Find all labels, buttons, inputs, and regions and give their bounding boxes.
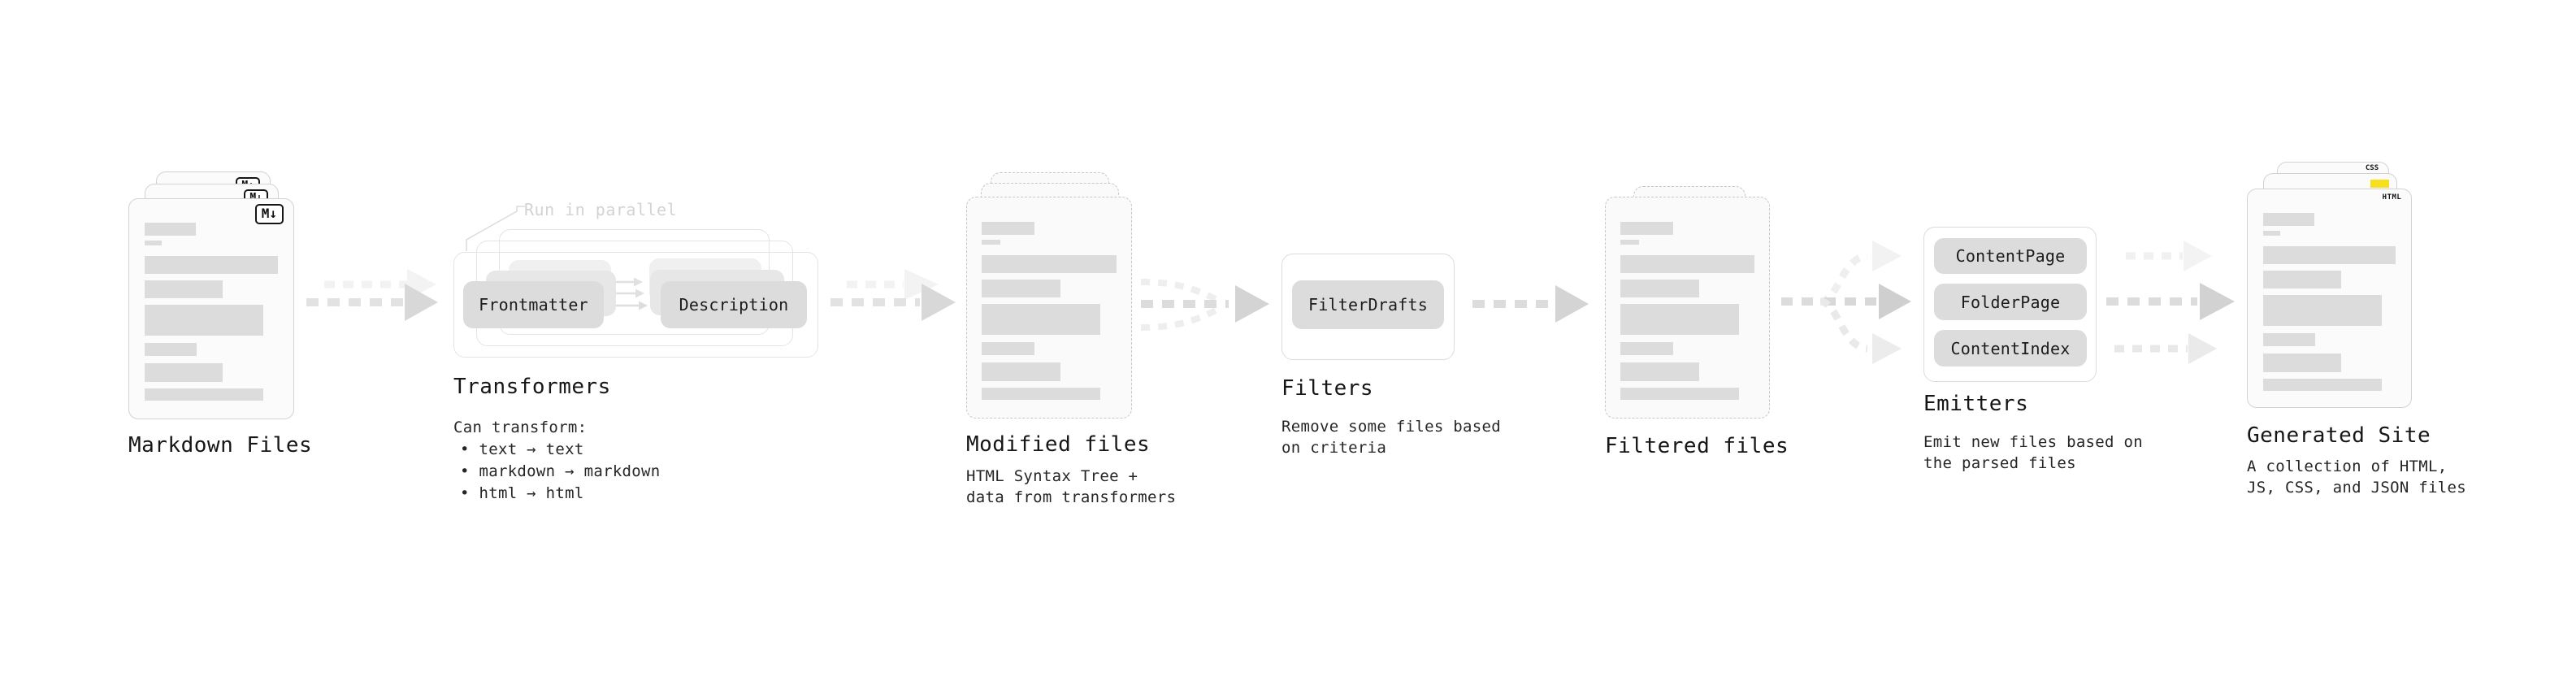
filters-sub: on criteria (1281, 439, 1387, 457)
modified-file-card-front (966, 197, 1132, 419)
emitter-chip-contentpage: ContentPage (1934, 238, 2087, 274)
site-file-card-html: HTML 5 (2247, 189, 2412, 408)
stage-title-markdown-files: Markdown Files (128, 433, 313, 458)
flow-arrow-transformers-to-modified (830, 269, 956, 321)
transformer-chip-frontmatter: Frontmatter (463, 281, 604, 328)
flow-arrow-filters-to-filtered (1472, 285, 1589, 323)
stage-title-filters: Filters (1281, 376, 1374, 401)
doc-content-placeholder (145, 223, 278, 401)
doc-content-placeholder (1620, 222, 1754, 400)
javascript-icon (2370, 180, 2389, 188)
emitter-chip-folderpage: FolderPage (1934, 284, 2087, 320)
stage-title-emitters: Emitters (1923, 392, 2029, 416)
filter-chip-filterdrafts: FilterDrafts (1292, 280, 1444, 329)
doc-content-placeholder (2263, 213, 2396, 391)
generated-site-sub: JS, CSS, and JSON files (2247, 479, 2466, 497)
run-in-parallel-annotation: Run in parallel (524, 200, 678, 219)
html5-icon: HTML 5 (2382, 193, 2402, 219)
markdown-icon: M↓ (254, 204, 284, 224)
emitters-sub: Emit new files based on (1923, 433, 2143, 451)
filtered-file-card-front (1605, 197, 1770, 419)
transformer-chip-description: Description (661, 281, 807, 328)
modified-files-sub: data from transformers (966, 488, 1177, 506)
emitter-chip-contentindex: ContentIndex (1934, 330, 2087, 367)
transformers-bullet: • text → text (460, 440, 584, 458)
flow-arrow-filtered-to-emitters (1781, 241, 1911, 364)
emitters-sub: the parsed files (1923, 454, 2076, 472)
flow-arrow-markdown-to-transformers (306, 269, 438, 321)
filters-sub: Remove some files based (1281, 418, 1501, 436)
generated-site-sub: A collection of HTML, (2247, 458, 2448, 475)
doc-content-placeholder (982, 222, 1117, 400)
flow-arrow-emitters-to-site (2106, 241, 2235, 364)
stage-title-filtered-files: Filtered files (1605, 434, 1789, 458)
flow-arrow-modified-to-filters (1140, 279, 1269, 331)
stage-title-modified-files: Modified files (966, 432, 1151, 457)
stage-title-transformers: Transformers (453, 375, 611, 399)
modified-files-sub: HTML Syntax Tree + (966, 467, 1138, 485)
transformers-bullet: • markdown → markdown (460, 462, 661, 480)
stage-title-generated-site: Generated Site (2247, 423, 2431, 448)
markdown-file-card-front: M↓ (128, 198, 294, 419)
transformers-bullet: • html → html (460, 484, 584, 502)
transformers-intro: Can transform: (453, 419, 588, 436)
transformer-layer-box-front (453, 252, 818, 358)
